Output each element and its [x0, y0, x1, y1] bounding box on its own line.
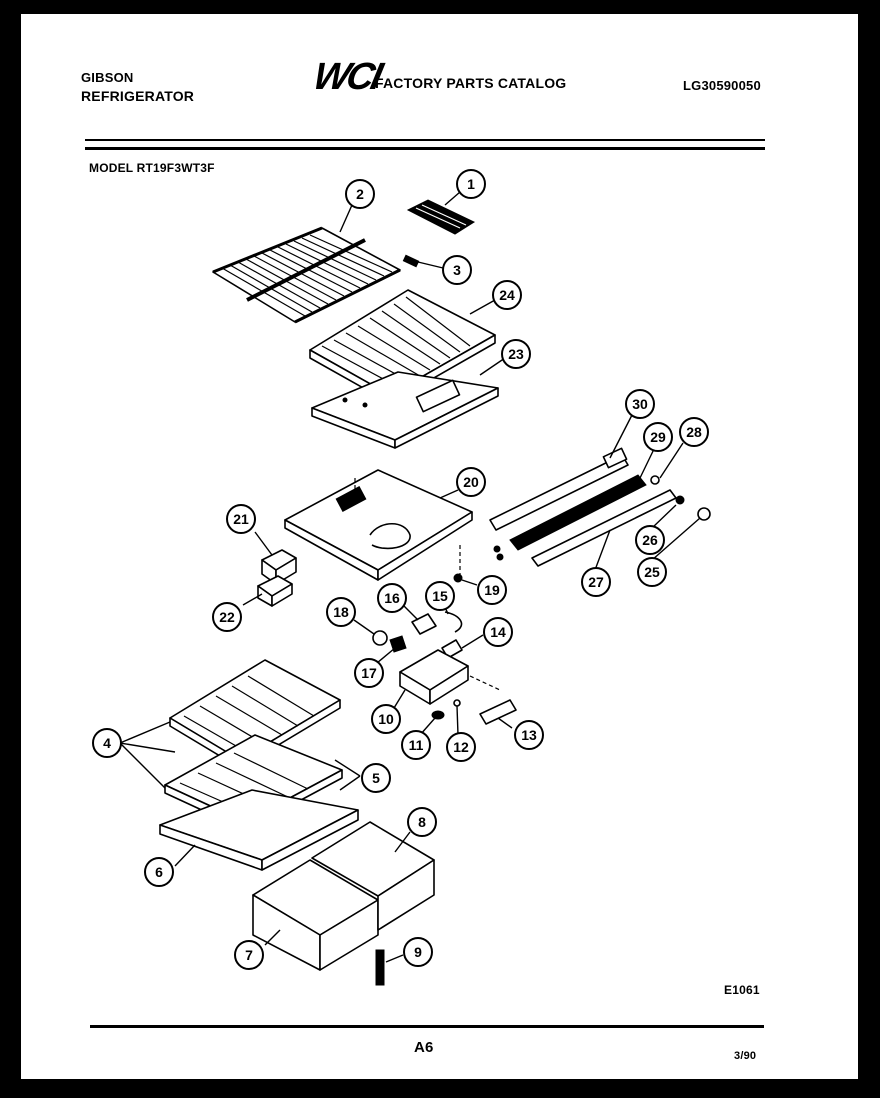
callout-11: 11 [401, 730, 431, 760]
svg-text:10: 10 [378, 711, 394, 727]
svg-text:22: 22 [219, 609, 235, 625]
callout-7: 7 [234, 940, 264, 970]
callout-14: 14 [483, 617, 513, 647]
callout-2: 2 [345, 179, 375, 209]
svg-text:19: 19 [484, 582, 500, 598]
header-rule-thin [85, 147, 765, 150]
part-24-shelf-frame [309, 289, 496, 404]
callout-29: 29 [643, 422, 673, 452]
callout-24: 24 [492, 280, 522, 310]
svg-text:9: 9 [414, 944, 422, 960]
catalog-title: FACTORY PARTS CATALOG [375, 75, 567, 91]
callout-10: 10 [371, 704, 401, 734]
part-2-wire-shelf [212, 226, 401, 324]
callout-23: 23 [501, 339, 531, 369]
svg-text:23: 23 [508, 346, 524, 362]
callout-8: 8 [407, 807, 437, 837]
svg-text:11: 11 [409, 737, 424, 753]
revision-date: 3/90 [734, 1050, 757, 1062]
figure-code: E1061 [724, 983, 760, 997]
part-26-washer [675, 495, 685, 505]
part-11-washer [431, 710, 445, 720]
callout-15: 15 [425, 581, 455, 611]
part-25-screw [697, 507, 711, 521]
svg-text:13: 13 [521, 727, 537, 743]
rail-screws [493, 545, 504, 561]
part-12-screw [453, 699, 461, 707]
brand-line-1: GIBSON [81, 70, 134, 85]
catalog-number: LG30590050 [683, 78, 761, 93]
part-20-housing-plate [284, 469, 473, 581]
svg-text:12: 12 [453, 739, 469, 755]
svg-text:7: 7 [245, 947, 253, 963]
svg-text:8: 8 [418, 814, 426, 830]
brand-line-2: REFRIGERATOR [81, 88, 195, 104]
callout-16: 16 [377, 583, 407, 613]
callout-9: 9 [403, 937, 433, 967]
callout-18: 18 [326, 597, 356, 627]
part-15-wire [444, 611, 463, 633]
svg-text:16: 16 [384, 590, 400, 606]
svg-text:25: 25 [644, 564, 660, 580]
part-18-bulb [372, 630, 388, 646]
part-10-control-box [399, 649, 469, 705]
svg-text:24: 24 [499, 287, 515, 303]
callout-3: 3 [442, 255, 472, 285]
footer-rule [90, 1025, 764, 1028]
svg-text:1: 1 [467, 176, 475, 192]
leader-lines [119, 191, 701, 963]
svg-text:17: 17 [361, 665, 377, 681]
svg-text:28: 28 [686, 424, 702, 440]
part-21-bracket [261, 549, 297, 585]
callout-19: 19 [477, 575, 507, 605]
svg-text:26: 26 [642, 532, 658, 548]
svg-text:15: 15 [432, 588, 448, 604]
svg-text:14: 14 [490, 624, 506, 640]
callout-27: 27 [581, 567, 611, 597]
part-1-grille [406, 199, 476, 235]
callout-4: 4 [92, 728, 122, 758]
svg-text:21: 21 [233, 511, 249, 527]
callout-6: 6 [144, 857, 174, 887]
page-number: A6 [414, 1039, 434, 1056]
part-13-cover [479, 699, 517, 725]
part-16-knob [411, 613, 437, 635]
callout-20: 20 [456, 467, 486, 497]
svg-text:18: 18 [333, 604, 349, 620]
callout-25: 25 [637, 557, 667, 587]
part-28-washer [650, 475, 660, 485]
svg-text:5: 5 [372, 770, 380, 786]
part-6-shelf-bottom [159, 789, 359, 871]
svg-text:27: 27 [588, 574, 604, 590]
svg-text:20: 20 [463, 474, 479, 490]
part-19-grommet [453, 573, 463, 583]
svg-text:30: 30 [632, 396, 648, 412]
part-23-cover-plate [311, 371, 499, 449]
callout-26: 26 [635, 525, 665, 555]
callout-5: 5 [361, 763, 391, 793]
svg-text:29: 29 [650, 429, 666, 445]
callout-13: 13 [514, 720, 544, 750]
part-29-rail [509, 474, 647, 551]
callout-30: 30 [625, 389, 655, 419]
callout-21: 21 [226, 504, 256, 534]
part-8-drawer [311, 821, 435, 931]
callout-17: 17 [354, 658, 384, 688]
part-22-bracket [257, 575, 293, 607]
callout-1: 1 [456, 169, 486, 199]
svg-text:6: 6 [155, 864, 163, 880]
header-rule-thick [85, 139, 765, 141]
callout-12: 12 [446, 732, 476, 762]
part-9-screw [375, 949, 385, 986]
catalog-sheet [21, 14, 858, 1079]
svg-text:3: 3 [453, 262, 461, 278]
model-number: MODEL RT19F3WT3F [89, 161, 215, 175]
part-3-pin [402, 254, 420, 268]
svg-text:2: 2 [356, 186, 364, 202]
callout-28: 28 [679, 417, 709, 447]
part-7-drawer [252, 859, 379, 971]
svg-text:4: 4 [103, 735, 111, 751]
callout-22: 22 [212, 602, 242, 632]
